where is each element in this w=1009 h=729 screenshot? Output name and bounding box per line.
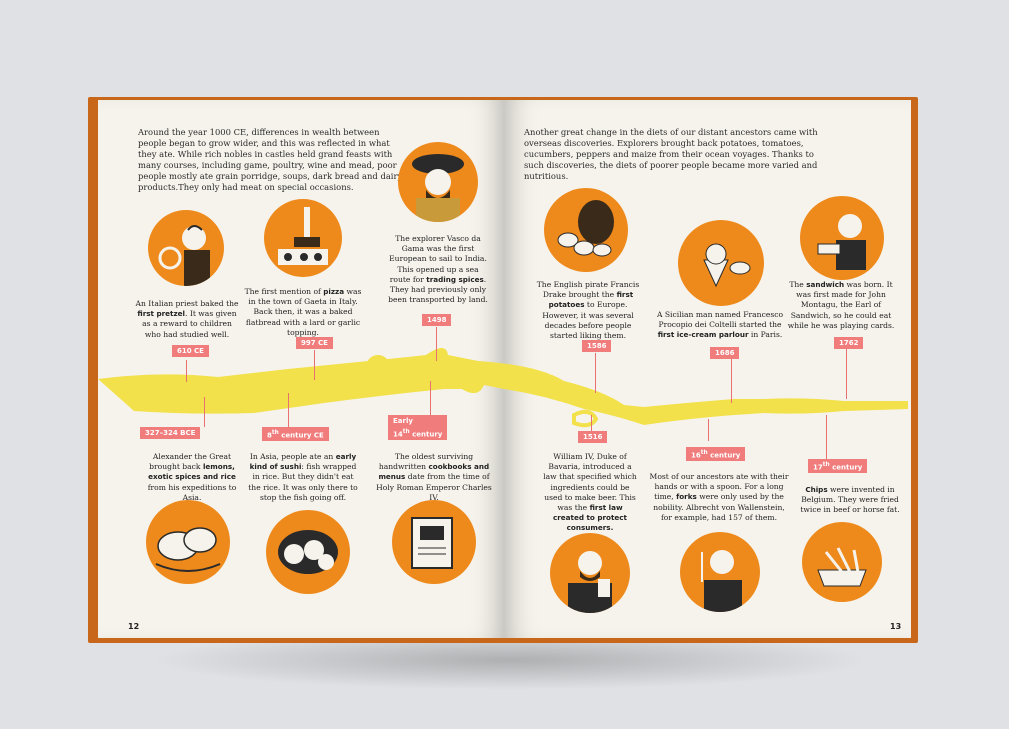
connector-1516 — [591, 415, 592, 433]
date-tag-8th: 8th century CE — [262, 427, 329, 442]
left-page-number: 12 — [128, 622, 140, 631]
date-tag-16th: 16th century — [686, 447, 746, 462]
event-caption-chips: Chips were invented in Belgium. They wer… — [800, 485, 900, 515]
date-tag-1686: 1686 — [710, 347, 740, 359]
timeline-ribbon — [98, 348, 908, 428]
date-tag-610: 610 CE — [172, 345, 209, 357]
event-caption-sushi: In Asia, people ate an early kind of sus… — [248, 452, 358, 502]
lemons-illustration — [146, 500, 230, 584]
right-page-number: 13 — [890, 622, 902, 631]
event-caption-lemons: Alexander the Great brought back lemons,… — [147, 452, 237, 502]
event-caption-ice-cream: A Sicilian man named Francesco Procopio … — [656, 310, 784, 340]
event-caption-sandwich: The sandwich was born. It was first made… — [787, 280, 895, 330]
duke-william-illustration — [550, 533, 630, 613]
connector-610 — [186, 360, 187, 382]
sushi-illustration — [266, 510, 350, 594]
connector-8th — [288, 393, 289, 427]
event-caption-forks: Most of our ancestors ate with their han… — [649, 472, 789, 522]
date-tag-1516: 1516 — [578, 431, 608, 443]
vasco-da-gama-illustration — [398, 142, 478, 222]
potato-barrel-illustration — [544, 188, 628, 272]
right-intro-text: Another great change in the diets of our… — [524, 127, 818, 182]
connector-1762 — [846, 349, 847, 399]
cookbook-illustration — [392, 500, 476, 584]
ice-cream-parlour-illustration — [678, 220, 764, 306]
event-caption-spices: The explorer Vasco da Gama was the first… — [388, 234, 488, 305]
open-book: Around the year 1000 CE, differences in … — [88, 97, 918, 643]
event-caption-cookbooks: The oldest surviving handwritten cookboo… — [376, 452, 492, 502]
date-tag-997: 997 CE — [296, 337, 333, 349]
connector-997 — [314, 350, 315, 380]
chips-illustration — [802, 522, 882, 602]
pretzel-priest-illustration — [148, 210, 224, 286]
connector-1686 — [731, 359, 732, 403]
date-tag-327: 327–324 BCE — [140, 427, 201, 439]
event-caption-pizza: The first mention of pizza was in the to… — [244, 287, 362, 337]
event-caption-potatoes: The English pirate Francis Drake brought… — [536, 280, 640, 341]
event-caption-beer-law: William IV, Duke of Bavaria, introduced … — [543, 452, 637, 533]
sandwich-earl-illustration — [800, 196, 884, 280]
connector-1586 — [595, 353, 596, 393]
date-tag-17th: 17th century — [808, 459, 868, 474]
date-tag-1762: 1762 — [834, 337, 864, 349]
connector-327 — [204, 397, 205, 427]
connector-1498 — [436, 327, 437, 361]
connector-14th — [430, 381, 431, 421]
wallenstein-fork-illustration — [680, 532, 760, 612]
connector-16th — [708, 419, 709, 441]
date-tag-1586: 1586 — [582, 340, 612, 352]
connector-17th — [826, 415, 827, 459]
right-page: Another great change in the diets of our… — [504, 100, 911, 638]
event-caption-pretzel: An Italian priest baked the first pretze… — [135, 299, 239, 339]
date-tag-1498: 1498 — [422, 314, 452, 326]
pizza-baker-illustration — [264, 199, 342, 277]
left-intro-text: Around the year 1000 CE, differences in … — [138, 127, 403, 193]
